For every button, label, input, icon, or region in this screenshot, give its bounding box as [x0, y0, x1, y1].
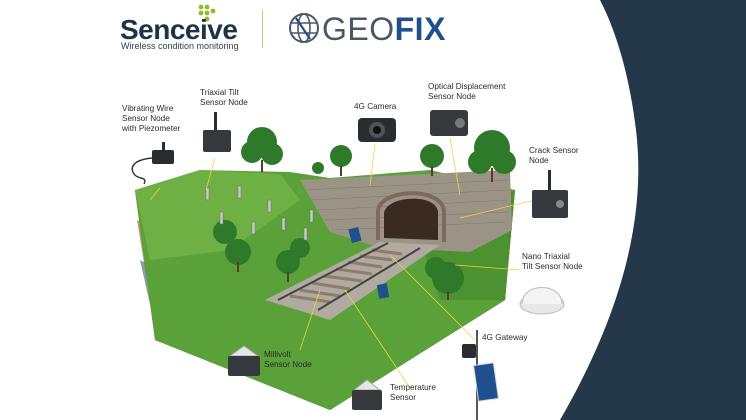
- brand-tagline: Wireless condition monitoring: [121, 41, 239, 51]
- label-temperature-sensor: Temperature Sensor: [390, 383, 436, 402]
- senceive-logo-icon: [198, 4, 216, 22]
- label-4g-gateway: 4G Gateway: [482, 333, 528, 342]
- geofix-globe-icon: [289, 13, 319, 43]
- trees: [213, 127, 516, 294]
- label-crack-sensor-node: Crack Sensor Node: [529, 146, 579, 165]
- camera-4g-icon: [358, 118, 396, 142]
- trackside-solar-panel: [376, 283, 390, 299]
- label-4g-camera: 4G Camera: [354, 102, 397, 111]
- optical-displacement-node-icon: [430, 110, 468, 136]
- vibrating-wire-node-icon: [131, 142, 174, 185]
- brand-name: Senceive: [120, 14, 238, 45]
- nano-triaxial-tilt-node-icon: [519, 287, 565, 315]
- label-millivolt-node: Millivolt Sensor Node: [264, 350, 312, 369]
- logo-divider: [262, 10, 263, 48]
- triaxial-tilt-node-icon: [203, 112, 231, 152]
- partner-logo: GEOFIX: [322, 11, 446, 48]
- label-nano-triaxial-tilt-node: Nano Triaxial Tilt Sensor Node: [522, 252, 583, 271]
- millivolt-node-icon: [228, 345, 260, 376]
- label-optical-displacement-node: Optical Displacement Sensor Node: [428, 82, 506, 101]
- label-triaxial-tilt-node: Triaxial Tilt Sensor Node: [200, 88, 248, 107]
- partner-logo-suffix: FIX: [394, 11, 446, 47]
- partner-logo-prefix: GEO: [322, 11, 395, 47]
- crack-sensor-node-icon: [532, 170, 568, 218]
- tunnel-opening: [384, 198, 438, 240]
- temperature-sensor-icon: [352, 379, 382, 410]
- label-vibrating-wire-node: Vibrating Wire Sensor Node with Piezomet…: [122, 104, 181, 133]
- track-solar-panel: [348, 226, 362, 244]
- gateway-4g-icon: [462, 330, 499, 420]
